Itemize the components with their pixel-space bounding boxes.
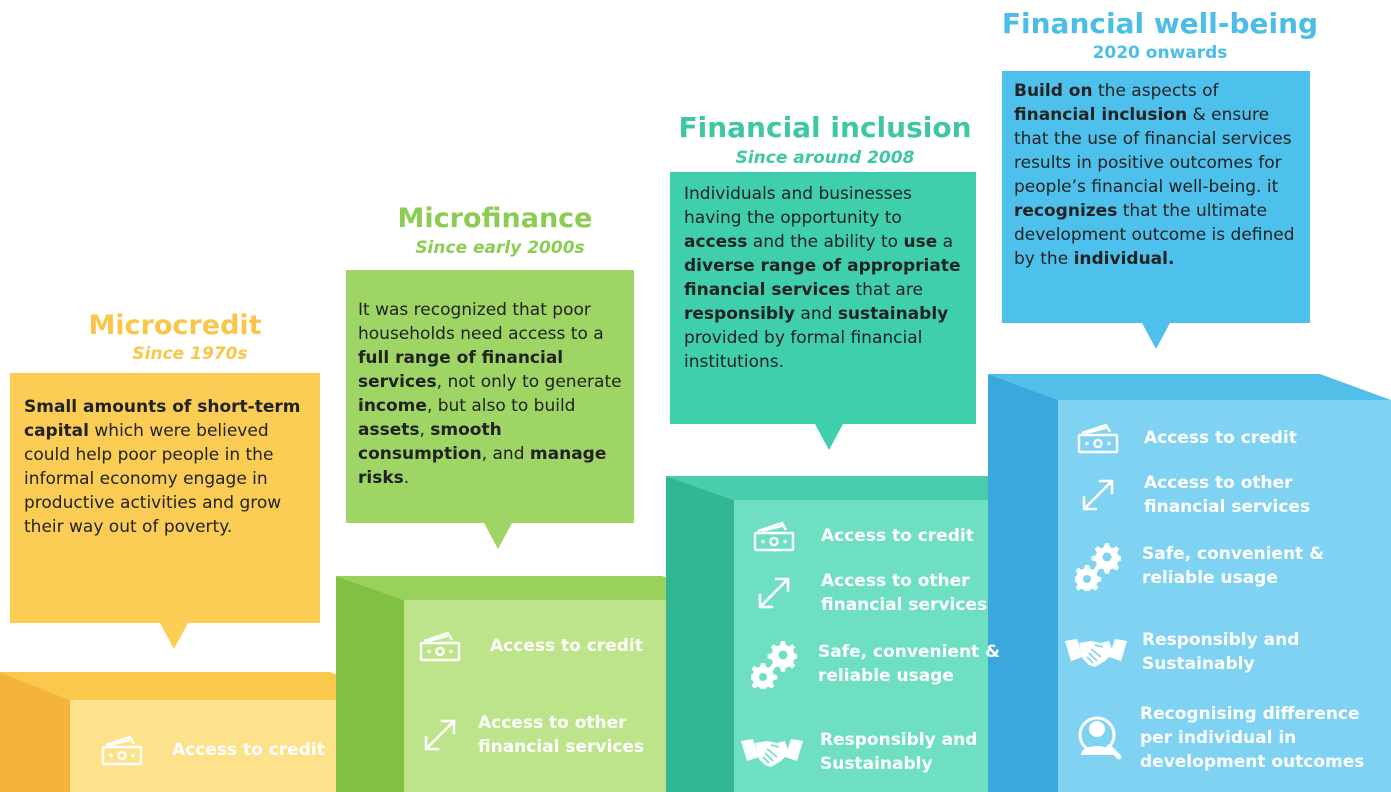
financial-inclusion-subtitle: Since around 2008: [735, 148, 915, 168]
money-icon: [744, 520, 804, 552]
description-run: income: [358, 396, 427, 416]
wellbeing-feature-responsibly: Responsibly and Sustainably: [1064, 626, 1299, 678]
feature-label: Access to other financial services: [821, 571, 988, 615]
feature-label: Access to credit: [490, 636, 643, 656]
description-run: the aspects of: [1092, 81, 1219, 101]
description-run: that are: [850, 280, 923, 300]
description-run: provided by formal financial institution…: [684, 328, 923, 372]
wellbeing-feature-other-services: Access to other financial services: [1068, 468, 1310, 522]
microfinance-description-text: It was recognized that poor households n…: [358, 298, 622, 490]
feature-label: Access to other financial services: [478, 713, 645, 757]
microcredit-description-text: Small amounts of short-term capital whic…: [24, 395, 308, 539]
description-run: Individuals and businesses having the op…: [684, 184, 912, 228]
description-run: full range of financial services: [358, 348, 564, 392]
description-run: ,: [419, 420, 431, 440]
description-run: a: [937, 232, 954, 252]
microfinance-bubble-pointer: [484, 523, 512, 549]
description-run: financial inclusion: [1014, 105, 1188, 125]
description-run: , but also to build: [426, 396, 576, 416]
microfinance-subtitle: Since early 2000s: [415, 238, 585, 258]
inclusion-feature-safe-usage: Safe, convenient & reliable usage: [744, 636, 1000, 692]
description-run: and the ability to: [747, 232, 904, 252]
description-run: recognizes: [1014, 201, 1118, 221]
feature-label: Safe, convenient & reliable usage: [1142, 544, 1324, 588]
microfinance-feature-credit: Access to credit: [410, 624, 643, 668]
handshake-icon: [1064, 635, 1128, 669]
microfinance-title: Microfinance: [397, 203, 593, 234]
step-microfinance-side: [336, 576, 404, 792]
money-icon: [410, 630, 470, 662]
microcredit-subtitle: Since 1970s: [132, 344, 248, 364]
inclusion-feature-credit: Access to credit: [744, 514, 974, 558]
diagonal-arrow-icon: [410, 715, 470, 755]
feature-label: Responsibly and Sustainably: [1142, 630, 1300, 674]
step-microcredit-side: [0, 672, 70, 792]
inclusion-feature-responsibly: Responsibly and Sustainably: [740, 726, 977, 778]
description-run: individual.: [1073, 249, 1175, 269]
handshake-icon: [740, 735, 804, 769]
money-icon: [1068, 422, 1128, 454]
description-run: .: [403, 468, 410, 488]
description-run: use: [903, 232, 938, 252]
feature-label: Access to credit: [1144, 428, 1297, 448]
money-icon: [92, 734, 152, 766]
description-run: responsibly: [684, 304, 796, 324]
financial-wellbeing-description: Build on the aspects of financial inclus…: [1002, 71, 1310, 349]
description-run: smooth consumption: [358, 420, 502, 464]
step-financial-wellbeing-top: [988, 374, 1391, 400]
step-financial-inclusion-side: [666, 476, 734, 792]
step-microcredit-top: [0, 672, 400, 700]
financial-inclusion-title: Financial inclusion: [678, 111, 972, 144]
feature-label: Access to other financial services: [1144, 473, 1311, 517]
inclusion-feature-other-services: Access to other financial services: [744, 566, 987, 620]
financial-wellbeing-bubble-pointer: [1142, 323, 1170, 349]
wellbeing-feature-safe-usage: Safe, convenient & reliable usage: [1068, 538, 1324, 594]
description-run: sustainably: [837, 304, 949, 324]
feature-label: Access to credit: [172, 740, 325, 760]
financial-inclusion-description-text: Individuals and businesses having the op…: [684, 182, 964, 374]
description-run: & ensure that the use of financial servi…: [1014, 105, 1292, 197]
diagonal-arrow-icon: [744, 573, 804, 613]
feature-label: Safe, convenient & reliable usage: [818, 642, 1000, 686]
feature-label: Access to credit: [821, 526, 974, 546]
microfinance-description: It was recognized that poor households n…: [346, 270, 634, 549]
microcredit-title: Microcredit: [88, 310, 262, 341]
financial-wellbeing-title: Financial well-being: [1001, 7, 1319, 40]
financial-wellbeing-subtitle: 2020 onwards: [1092, 43, 1228, 63]
description-run: diverse range of appropriate financial s…: [684, 256, 961, 300]
step-financial-inclusion-top: [666, 476, 1058, 500]
gears-icon: [744, 639, 804, 689]
step-financial-wellbeing-side: [988, 374, 1058, 792]
microfinance-feature-other-services: Access to other financial services: [410, 710, 644, 760]
microcredit-bubble-pointer: [160, 623, 188, 649]
feature-label: Recognising difference per individual in…: [1140, 704, 1365, 772]
description-run: manage risks: [358, 444, 607, 488]
description-run: Build on: [1014, 81, 1093, 101]
microcredit-feature-credit: Access to credit: [92, 730, 325, 770]
feature-label: Responsibly and Sustainably: [820, 730, 978, 774]
description-run: that the ultimate development outcome is…: [1014, 201, 1295, 269]
description-run: which were believed could help poor peop…: [24, 421, 282, 537]
gears-icon: [1068, 541, 1128, 591]
diagonal-arrow-icon: [1068, 475, 1128, 515]
wellbeing-feature-credit: Access to credit: [1068, 416, 1297, 460]
description-run: It was recognized that poor households n…: [358, 300, 604, 344]
person-search-icon: [1068, 715, 1128, 761]
description-run: and: [795, 304, 838, 324]
wellbeing-feature-individual: Recognising difference per individual in…: [1068, 700, 1364, 776]
microcredit-description: Small amounts of short-term capital whic…: [10, 373, 320, 649]
financial-inclusion-description: Individuals and businesses having the op…: [670, 172, 976, 450]
description-run: , and: [481, 444, 530, 464]
financial-wellbeing-description-text: Build on the aspects of financial inclus…: [1014, 79, 1298, 271]
description-run: , not only to generate: [436, 372, 622, 392]
description-run: Small amounts of short-term capital: [24, 397, 301, 441]
description-run: assets: [358, 420, 420, 440]
financial-inclusion-bubble-pointer: [815, 424, 843, 450]
description-run: access: [684, 232, 748, 252]
step-microfinance-top: [336, 576, 732, 600]
